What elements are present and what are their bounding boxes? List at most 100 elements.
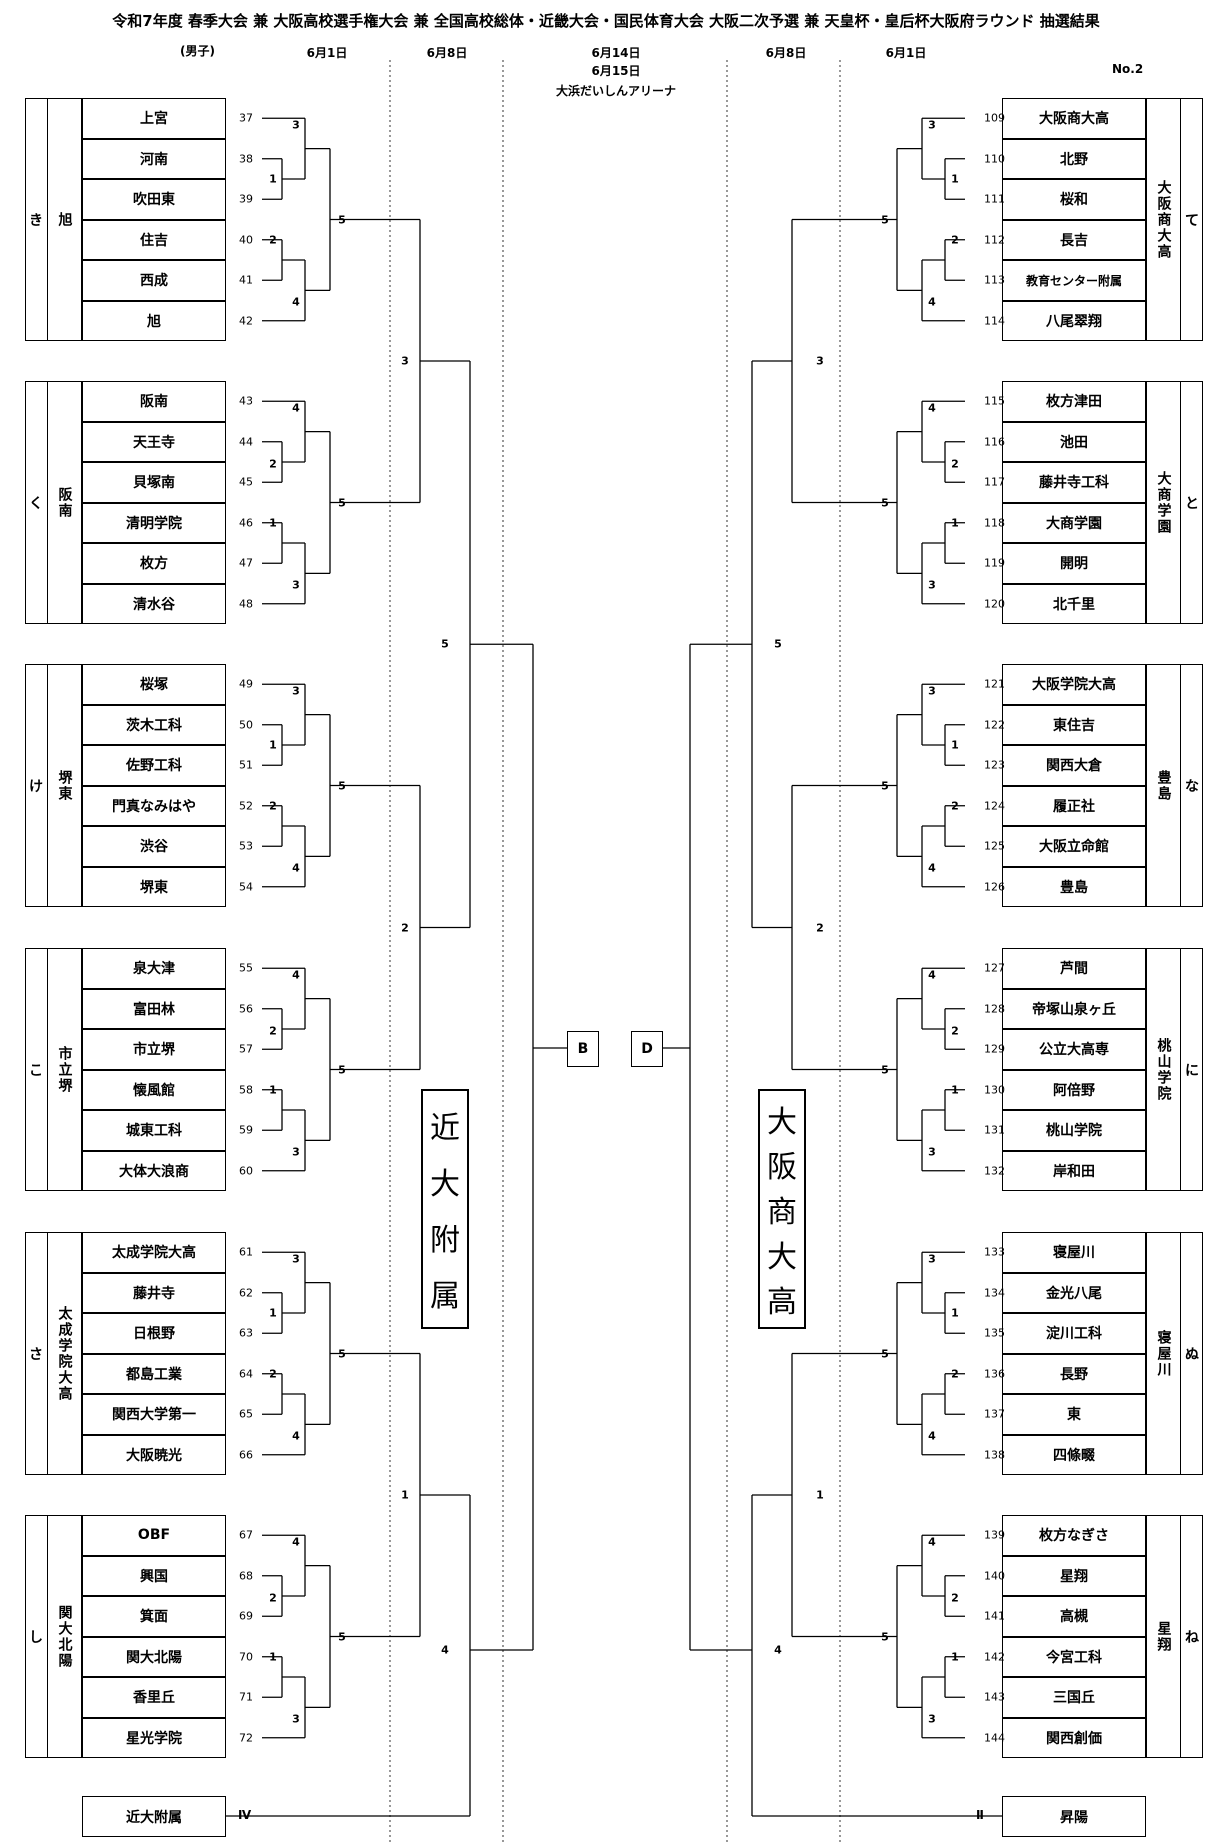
team-name: 阪南 [82, 381, 226, 422]
round-number: 2 [269, 799, 277, 813]
round-number: 3 [928, 578, 936, 592]
round-number: 4 [292, 401, 300, 415]
group-kana-label: と [1180, 381, 1203, 624]
team-name: 枚方なぎさ [1002, 1515, 1146, 1556]
draw-number: 65 [239, 1407, 253, 1421]
draw-number: 124 [984, 799, 1005, 813]
team-name: 堺東 [82, 866, 226, 907]
team-name: 豊島 [1002, 866, 1146, 907]
draw-number: 144 [984, 1731, 1005, 1745]
draw-number: 123 [984, 758, 1005, 772]
round-number: 5 [881, 1630, 889, 1643]
venue-name: 大浜だいしんアリーナ [555, 84, 677, 98]
team-name: 吹田東 [82, 179, 226, 220]
draw-number: 128 [984, 1002, 1005, 1016]
team-name: 北野 [1002, 138, 1146, 179]
bottom-team-left: 近大附属 [82, 1796, 226, 1837]
round-number: 4 [928, 968, 936, 982]
draw-number: 132 [984, 1164, 1005, 1178]
team-name: 長吉 [1002, 219, 1146, 260]
team-name: 富田林 [82, 988, 226, 1029]
round-number: 1 [269, 738, 277, 752]
round-number: 5 [338, 213, 346, 226]
round-number: 3 [292, 684, 300, 698]
team-name: 関西大学第一 [82, 1394, 226, 1435]
team-name: 西成 [82, 260, 226, 301]
bottom-mark-right: Ⅱ [976, 1808, 984, 1822]
group-kana-label: に [1180, 948, 1203, 1191]
draw-number: 130 [984, 1083, 1005, 1097]
team-name: 興国 [82, 1555, 226, 1596]
champion-right-char: 高 [767, 1284, 797, 1320]
draw-number: 127 [984, 961, 1005, 975]
team-name: 枚方 [82, 543, 226, 584]
team-name: 関西大倉 [1002, 745, 1146, 786]
group-seed-label: 桃山学院 [1146, 948, 1180, 1191]
round-number: 1 [401, 1488, 409, 1502]
round-number: 2 [269, 1367, 277, 1381]
group-seed-label: 大商学園 [1146, 381, 1180, 624]
round-number: 4 [774, 1643, 782, 1657]
team-name: 門真なみはや [82, 785, 226, 826]
round-number: 4 [928, 401, 936, 415]
draw-number: 55 [239, 961, 253, 975]
team-name: 四條畷 [1002, 1434, 1146, 1475]
team-name: 渋谷 [82, 826, 226, 867]
team-name: 芦間 [1002, 948, 1146, 989]
draw-number: 72 [239, 1731, 253, 1745]
round-number: 3 [401, 354, 409, 368]
round-number: 2 [951, 233, 959, 247]
round-number: 1 [269, 1083, 277, 1097]
team-name: 住吉 [82, 219, 226, 260]
draw-number: 114 [984, 314, 1005, 328]
group-seed-label: 堺東 [48, 664, 82, 907]
group-kana-label: て [1180, 98, 1203, 341]
team-name: 金光八尾 [1002, 1272, 1146, 1313]
team-name: 履正社 [1002, 785, 1146, 826]
champion-left-char: 近 [430, 1111, 460, 1146]
team-name: 公立大高専 [1002, 1029, 1146, 1070]
round-number: 5 [441, 637, 449, 651]
round-number: 4 [292, 968, 300, 982]
round-number: 2 [401, 921, 409, 934]
draw-number: 133 [984, 1245, 1005, 1259]
draw-number: 131 [984, 1123, 1005, 1137]
group-kana-label: こ [25, 948, 48, 1191]
round-number: 3 [292, 1145, 300, 1159]
round-number: 5 [881, 1347, 889, 1360]
round-number: 5 [338, 1630, 346, 1643]
draw-number: 118 [984, 516, 1005, 530]
round-number: 2 [269, 1591, 277, 1605]
draw-number: 46 [239, 516, 253, 530]
group-seed-label: 関大北陽 [48, 1515, 82, 1758]
date-r1-left: 6月1日 [306, 46, 348, 60]
draw-number: 125 [984, 839, 1005, 853]
team-name: 大阪暁光 [82, 1434, 226, 1475]
round-number: 2 [951, 799, 959, 813]
team-name: 日根野 [82, 1313, 226, 1354]
round-number: 3 [928, 1252, 936, 1266]
draw-number: 38 [239, 152, 253, 166]
team-name: 河南 [82, 138, 226, 179]
champion-left-char: 属 [430, 1279, 460, 1314]
draw-number: 61 [239, 1245, 253, 1259]
round-number: 2 [951, 1367, 959, 1381]
round-number: 5 [881, 213, 889, 226]
draw-number: 58 [239, 1083, 253, 1097]
group-seed-label: 太成学院大高 [48, 1232, 82, 1475]
team-name: 清明学院 [82, 502, 226, 543]
team-name: 今宮工科 [1002, 1636, 1146, 1677]
round-number: 2 [951, 1024, 959, 1038]
round-number: 3 [928, 118, 936, 132]
team-name: 教育センター附属 [1002, 260, 1146, 301]
team-name: 関大北陽 [82, 1636, 226, 1677]
team-name: 関西創価 [1002, 1717, 1146, 1758]
group-seed-label: 阪南 [48, 381, 82, 624]
round-number: 2 [269, 457, 277, 471]
group-kana-label: き [25, 98, 48, 341]
team-name: 大阪立命館 [1002, 826, 1146, 867]
round-number: 1 [269, 1306, 277, 1320]
draw-number: 112 [984, 233, 1005, 247]
round-number: 1 [951, 172, 959, 186]
round-number: 4 [928, 861, 936, 875]
